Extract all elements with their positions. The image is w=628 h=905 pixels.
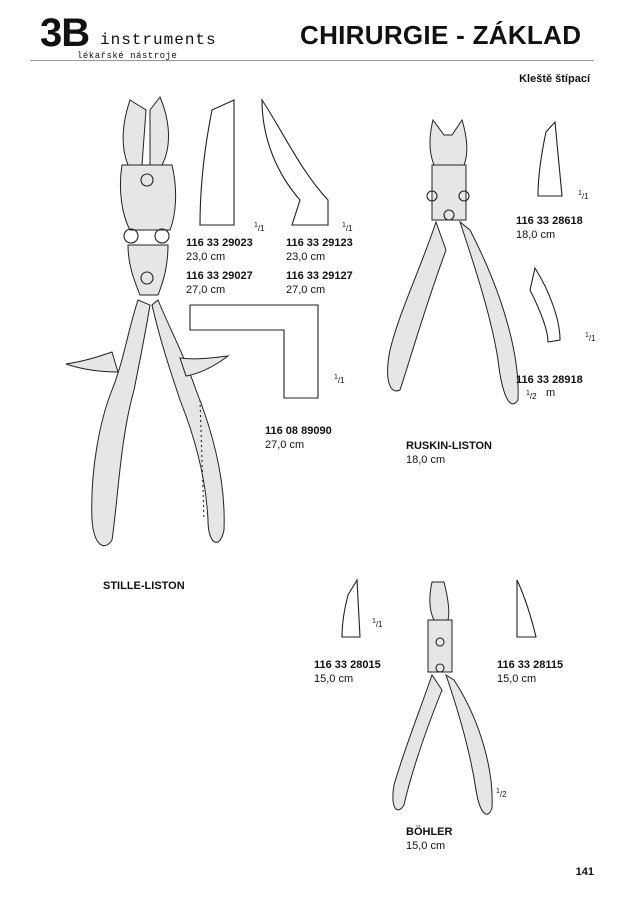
code-89090: 116 08 89090 bbox=[265, 425, 332, 437]
model-ruskin-liston: RUSKIN-LISTON bbox=[406, 440, 492, 452]
length-29027: 27,0 cm bbox=[186, 284, 226, 296]
code-28918: 116 33 28918 bbox=[516, 374, 583, 386]
code-28618: 116 33 28618 bbox=[516, 215, 583, 227]
jaw-profile-29023 bbox=[199, 99, 235, 226]
scale-29023: 1/1 bbox=[254, 222, 265, 233]
jaw-profile-29123 bbox=[261, 98, 329, 226]
code-29127: 116 33 29127 bbox=[286, 270, 353, 282]
logo-tagline: lékařské nástroje bbox=[77, 51, 178, 61]
scale-28918: 1/1 bbox=[585, 332, 596, 343]
scale-28015: 1/1 bbox=[372, 618, 383, 629]
length-89090: 27,0 cm bbox=[265, 439, 305, 451]
length-29127: 27,0 cm bbox=[286, 284, 326, 296]
jaw-profile-89090 bbox=[189, 304, 319, 399]
category-label: Kleště štípací bbox=[519, 73, 590, 85]
header-rule bbox=[30, 60, 594, 61]
length-28918: m bbox=[546, 387, 556, 399]
stille-liston-drawing bbox=[65, 96, 230, 547]
length-29123: 23,0 cm bbox=[286, 251, 326, 263]
length-28618: 18,0 cm bbox=[516, 229, 556, 241]
scale-bohler-half: 1/2 bbox=[496, 788, 507, 799]
scale-28618: 1/1 bbox=[578, 190, 589, 201]
scale-89090: 1/1 bbox=[334, 374, 345, 385]
jaw-profile-28618 bbox=[537, 120, 563, 197]
code-28115: 116 33 28115 bbox=[497, 659, 564, 671]
code-29123: 116 33 29123 bbox=[286, 237, 353, 249]
jaw-profile-28115 bbox=[516, 579, 537, 638]
logo-word: instruments bbox=[100, 31, 217, 49]
ruskin-liston-drawing bbox=[387, 118, 519, 405]
code-29023: 116 33 29023 bbox=[186, 237, 253, 249]
page-title: CHIRURGIE - ZÁKLAD bbox=[300, 20, 582, 50]
length-bohler: 15,0 cm bbox=[406, 840, 446, 852]
bohler-drawing bbox=[392, 581, 493, 815]
length-29023: 23,0 cm bbox=[186, 251, 226, 263]
model-bohler: BÖHLER bbox=[406, 826, 453, 838]
code-28015: 116 33 28015 bbox=[314, 659, 381, 671]
scale-29123: 1/1 bbox=[342, 222, 353, 233]
page-number: 141 bbox=[575, 866, 594, 878]
model-stille-liston: STILLE-LISTON bbox=[103, 580, 185, 592]
logo-mark: 3B bbox=[40, 11, 90, 55]
length-28015: 15,0 cm bbox=[314, 673, 354, 685]
length-ruskin-liston: 18,0 cm bbox=[406, 454, 446, 466]
jaw-profile-28918 bbox=[529, 266, 561, 343]
length-28115: 15,0 cm bbox=[497, 673, 537, 685]
jaw-profile-28015 bbox=[341, 578, 361, 638]
scale-ruskin-half: 1/2 bbox=[526, 390, 537, 401]
code-29027: 116 33 29027 bbox=[186, 270, 253, 282]
